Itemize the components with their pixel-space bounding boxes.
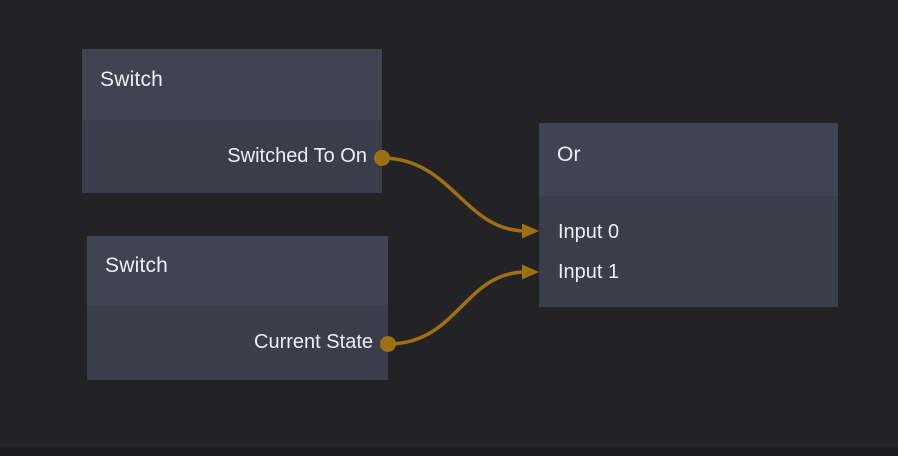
node-switch-a-body: Switched To On (82, 120, 382, 193)
wire[interactable] (386, 270, 528, 346)
input-port-label: Input 0 (558, 220, 620, 243)
output-port-label: Current State (254, 331, 373, 353)
node-or-header[interactable]: Or (539, 123, 838, 196)
output-row-switched-to-on: Switched To On (82, 137, 382, 177)
node-or[interactable]: Or Input 0 Input 1 (539, 123, 838, 307)
horizontal-scrollbar-track[interactable] (0, 447, 898, 456)
node-switch-b[interactable]: Switch Current State (87, 236, 388, 380)
node-title: Or (557, 143, 581, 166)
node-switch-a-header[interactable]: Switch (82, 49, 382, 120)
output-port-label: Switched To On (227, 145, 367, 167)
wire[interactable] (380, 156, 528, 233)
input-row-input-1: Input 1 (539, 252, 838, 292)
node-title: Switch (105, 254, 169, 277)
wire-arrowhead-icon (522, 264, 539, 280)
output-row-current-state: Current State (87, 323, 388, 363)
node-switch-a[interactable]: Switch Switched To On (82, 49, 382, 193)
wire-arrowhead-icon (522, 223, 539, 239)
node-switch-b-header[interactable]: Switch (87, 236, 388, 305)
node-or-body: Input 0 Input 1 (539, 196, 838, 307)
input-port-label: Input 1 (558, 260, 620, 283)
node-title: Switch (100, 68, 164, 91)
input-row-input-0: Input 0 (539, 212, 838, 252)
node-switch-b-body: Current State (87, 305, 388, 380)
